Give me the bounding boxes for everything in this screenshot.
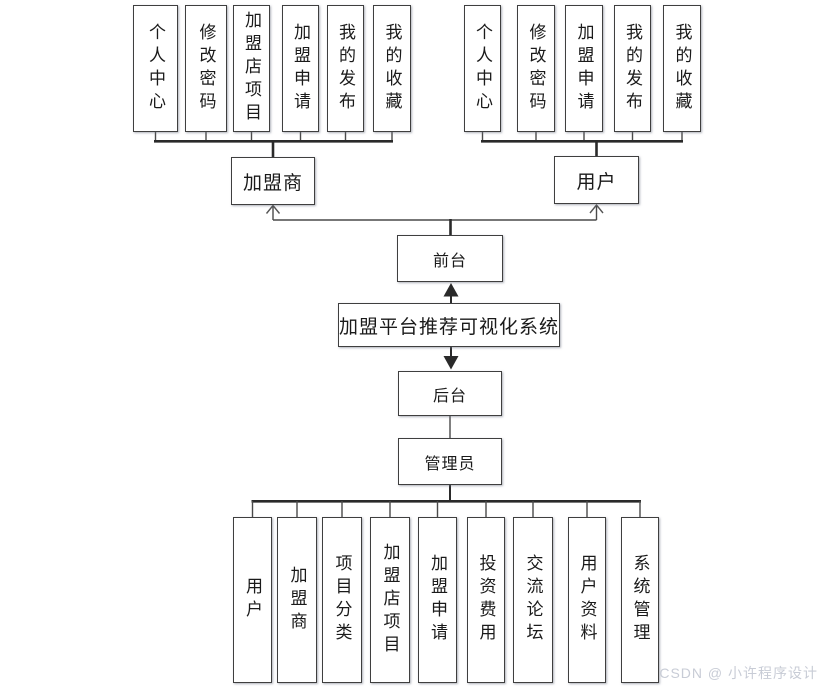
franchisee-function-my-favorites: 我的收藏 [373, 5, 411, 132]
arrow-down-to-back [443, 356, 459, 370]
user-group-connectors [481, 131, 683, 157]
box-label: 系统管理 [630, 554, 650, 646]
box-label: 加盟店项目 [242, 11, 261, 126]
admin-function-forum: 交流论坛 [513, 517, 553, 683]
back-node: 后台 [398, 371, 502, 416]
franchisee-function-my-posts: 我的发布 [327, 5, 364, 132]
system-title-node: 加盟平台推荐可视化系统 [338, 303, 560, 347]
franchisee-group-connectors [154, 131, 393, 158]
arrow-up-to-user [589, 203, 604, 214]
user-function-my-favorites: 我的收藏 [663, 5, 701, 132]
franchisee-node: 加盟商 [231, 157, 315, 205]
franchisee-function-personal-center: 个人中心 [133, 5, 178, 132]
admin-function-investment-costs: 投资费用 [467, 517, 505, 683]
user-function-applications: 加盟申请 [565, 5, 603, 132]
watermark: CSDN @ 小许程序设计 [659, 665, 818, 681]
user-function-personal-center: 个人中心 [464, 5, 501, 132]
back-node-label: 后台 [432, 387, 467, 405]
box-label: 个人中心 [146, 22, 165, 115]
admin-function-project-categories: 项目分类 [322, 517, 362, 683]
box-label: 用户资料 [577, 554, 597, 646]
box-label: 修改密码 [526, 22, 546, 115]
admin-node-label: 管理员 [424, 455, 476, 473]
user-node: 用户 [554, 156, 639, 204]
box-label: 交流论坛 [523, 554, 543, 646]
user-function-my-posts: 我的发布 [614, 5, 651, 132]
box-label: 加盟店项目 [380, 542, 400, 658]
system-title-label: 加盟平台推荐可视化系统 [339, 316, 560, 338]
box-label: 我的发布 [336, 22, 355, 115]
box-label: 我的发布 [623, 22, 642, 115]
admin-function-applications: 加盟申请 [418, 517, 457, 683]
admin-functions-connectors [251, 484, 641, 518]
box-label: 用户 [243, 577, 262, 623]
admin-function-store-projects: 加盟店项目 [370, 517, 410, 683]
box-label: 投资费用 [476, 554, 496, 646]
box-label: 修改密码 [196, 22, 216, 115]
admin-function-franchisees: 加盟商 [277, 517, 317, 683]
admin-function-users: 用户 [233, 517, 272, 683]
franchisee-function-applications: 加盟申请 [282, 5, 319, 132]
box-label: 项目分类 [332, 554, 352, 646]
box-label: 加盟申请 [574, 22, 594, 115]
arrow-up-to-front [443, 283, 459, 297]
box-label: 加盟申请 [428, 554, 447, 646]
franchisee-function-change-password: 修改密码 [185, 5, 227, 132]
front-node: 前台 [397, 235, 503, 282]
user-node-label: 用户 [576, 171, 617, 193]
admin-node: 管理员 [398, 438, 502, 485]
franchisee-node-label: 加盟商 [242, 172, 303, 194]
arrow-up-to-franchisee [265, 204, 281, 214]
admin-function-user-profiles: 用户资料 [568, 517, 606, 683]
box-label: 我的收藏 [672, 22, 692, 115]
box-label: 加盟商 [287, 565, 307, 635]
system-to-front-connector [443, 283, 459, 303]
franchisee-function-store-projects: 加盟店项目 [233, 5, 270, 132]
box-label: 个人中心 [473, 22, 492, 115]
box-label: 我的收藏 [382, 22, 402, 115]
admin-function-system-management: 系统管理 [621, 517, 659, 683]
system-to-back-connector [443, 347, 459, 370]
user-function-change-password: 修改密码 [517, 5, 555, 132]
front-node-label: 前台 [432, 252, 467, 270]
box-label: 加盟申请 [291, 22, 310, 115]
front-to-roles-connectors [265, 203, 604, 236]
